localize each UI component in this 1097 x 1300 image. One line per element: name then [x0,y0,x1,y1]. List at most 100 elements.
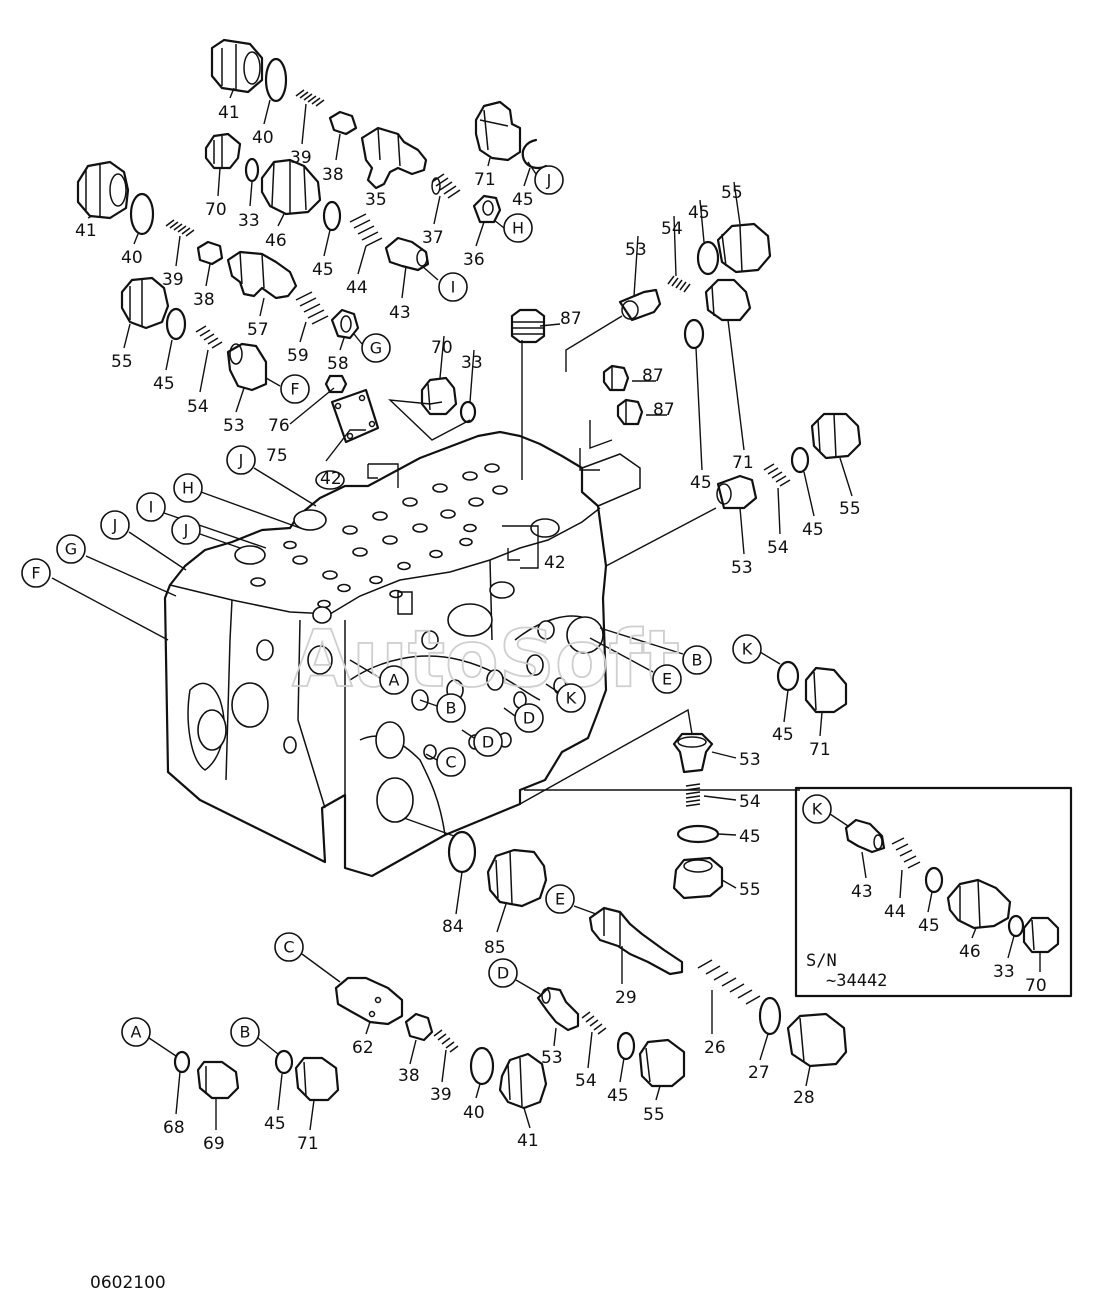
part-number-label: 41 [218,103,240,123]
part-number-label: 38 [398,1066,420,1086]
part-number-label: 55 [111,352,133,372]
part-number-label: 55 [643,1105,665,1125]
part-number-label: 45 [688,203,710,223]
callout-circle [436,693,466,723]
callout-circle [473,727,503,757]
callout-circle [171,515,201,545]
callout-letter: I [149,498,154,517]
part-number-label: 70 [205,200,227,220]
callout-circle [121,1017,151,1047]
callout-marker: D [488,958,518,988]
callout-marker: J [534,165,564,195]
callout-circle [361,333,391,363]
part-number-label: 36 [463,250,485,270]
watermark-text: AutoSoft [292,615,680,705]
callout-marker: A [121,1017,151,1047]
part-number-label: 41 [517,1131,539,1151]
part-number-label: 46 [265,231,287,251]
part-number-label: 33 [461,353,483,373]
part-number-label: 45 [802,520,824,540]
part-number-label: 87 [560,309,582,329]
callout-letter: H [182,479,194,498]
part-number-label: 54 [767,538,789,558]
callout-marker: I [136,492,166,522]
callout-letter: C [283,938,294,957]
part-number-label: 42 [544,553,566,573]
callout-letter: D [497,964,509,983]
part-number-label: 87 [642,366,664,386]
part-number-label: 70 [1025,976,1047,996]
callout-marker: K [556,683,586,713]
part-number-label: 40 [121,248,143,268]
part-number-label: 84 [442,917,464,937]
callout-circle [21,558,51,588]
part-number-label: 43 [389,303,411,323]
part-number-label: 76 [268,416,290,436]
callout-letter: B [240,1023,251,1042]
part-number-label: 45 [772,725,794,745]
part-number-label: 39 [290,148,312,168]
callout-letter: A [389,671,400,690]
part-number-label: 40 [252,128,274,148]
callout-letter: H [512,219,524,238]
part-number-label: 53 [541,1048,563,1068]
inset-serial-range: ~34442 [826,971,887,991]
callout-circle [556,683,586,713]
parts-bottom [173,830,848,1110]
callout-letter: J [183,521,189,540]
callout-marker: J [171,515,201,545]
part-number-label: 35 [365,190,387,210]
callout-letter: J [112,516,118,535]
part-number-label: 58 [327,354,349,374]
inset-serial-label: S/N [806,951,837,971]
parts-upper-left [76,38,548,444]
callout-circle [56,534,86,564]
part-number-label: 28 [793,1088,815,1108]
part-number-label: 70 [431,338,453,358]
part-number-label: 45 [690,473,712,493]
callout-circle [534,165,564,195]
callout-circle [100,510,130,540]
part-number-label: 26 [704,1038,726,1058]
part-number-label: 75 [266,446,288,466]
part-number-label: 45 [607,1086,629,1106]
callout-marker: F [21,558,51,588]
part-number-label: 71 [297,1134,319,1154]
callout-circle [173,473,203,503]
callout-letter: K [566,689,577,708]
callout-marker: H [503,213,533,243]
part-number-label: 71 [809,740,831,760]
callout-marker: K [802,794,832,824]
callout-circle [503,213,533,243]
callout-letter: C [445,753,456,772]
part-number-label: 85 [484,938,506,958]
callout-circle [488,958,518,988]
part-number-label: 33 [238,211,260,231]
callout-marker: K [732,634,762,664]
callout-marker: I [438,272,468,302]
part-number-label: 45 [739,827,761,847]
part-number-label: 57 [247,320,269,340]
callout-marker: G [361,333,391,363]
callout-circle [652,664,682,694]
part-number-label: 44 [884,902,906,922]
part-number-label: 54 [187,397,209,417]
callout-marker: C [274,932,304,962]
part-number-label: 59 [287,346,309,366]
callout-circle [802,794,832,824]
diagram-code: 0602100 [90,1273,166,1293]
part-number-label: 87 [653,400,675,420]
part-number-label: 68 [163,1118,185,1138]
part-number-label: 27 [748,1063,770,1083]
callout-circle [230,1017,260,1047]
callout-circle [436,747,466,777]
part-number-label: 54 [661,219,683,239]
part-number-label: 45 [264,1114,286,1134]
callout-letter: D [482,733,494,752]
callout-letter: E [555,890,565,909]
callout-circle [732,634,762,664]
callout-circle [226,445,256,475]
callout-marker: J [100,510,130,540]
callout-letter: E [662,670,672,689]
parts-upper-right [420,222,862,510]
